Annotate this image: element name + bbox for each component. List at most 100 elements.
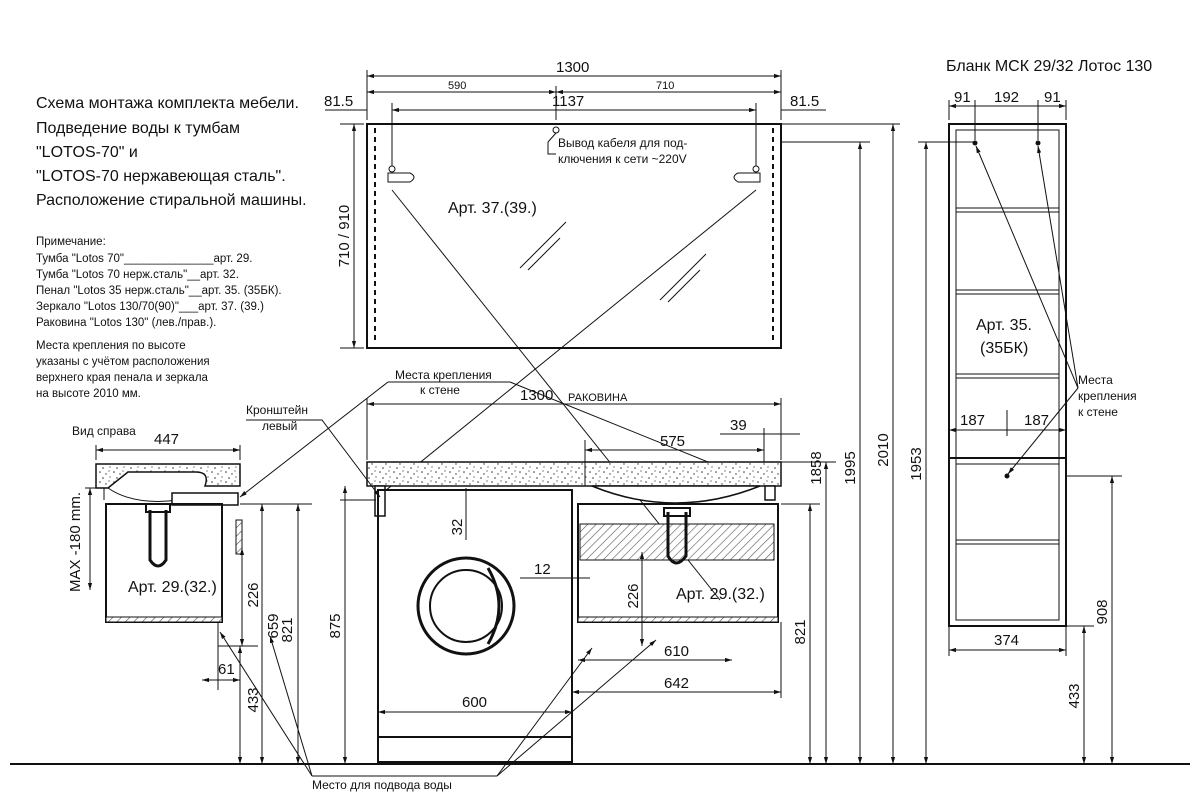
max-label: MAX -180 mm. [67, 492, 84, 592]
bracket-leader [246, 419, 381, 498]
dim-433-right: 433 [1066, 683, 1083, 708]
pencil-case: 91 192 91 Арт. 35. (35БК) 187 187 374 Ме… [948, 89, 1137, 764]
dim-226-side: 226 [245, 582, 262, 607]
bracket-label: Кронштейн [246, 403, 308, 417]
note-mount-line: на высоте 2010 мм. [36, 388, 141, 400]
note-mount-line: указаны с учётом расположения [36, 356, 210, 368]
mirror-glare [527, 237, 561, 271]
dim-1858: 1858 [808, 451, 825, 484]
dim-600: 600 [462, 694, 487, 711]
dim-sink-1300: 1300 [520, 387, 553, 404]
front-cabinet-drawer [579, 523, 775, 561]
mirror-outline [366, 123, 782, 349]
dim-226-front: 226 [625, 583, 642, 608]
cable-label: Вывод кабеля для под- [558, 136, 687, 150]
mirror-glare [659, 253, 707, 301]
cable-outlet [552, 126, 560, 134]
dim-575: 575 [660, 433, 685, 450]
washing-door-inner [429, 569, 503, 643]
note-line: Пенал "Lotos 35 нерж.сталь"__арт. 35. (3… [36, 285, 282, 297]
pencil-mount-point [972, 140, 978, 146]
mirror-glare [667, 269, 701, 303]
wall-mount-right-label: крепления [1078, 389, 1137, 403]
dim-659: 659 [265, 613, 282, 638]
washing-door-handle [486, 567, 501, 645]
side-siphon [148, 510, 168, 568]
leader-mirror-right [379, 189, 757, 496]
dim-908: 908 [1094, 599, 1111, 624]
mount-leader [975, 145, 1079, 389]
note-line: Тумба "Lotos 70 нерж.сталь"__арт. 32. [36, 269, 239, 281]
pencil-art: Арт. 35. [976, 317, 1032, 334]
dim-821-side: 821 [279, 617, 296, 642]
dim-1300-top: 1300 [556, 59, 589, 76]
description: Схема монтажа комплекта мебели. Подведен… [36, 95, 307, 209]
note-block: Примечание: Тумба "Lotos 70"____________… [36, 236, 282, 400]
mirror-hanger-left [387, 172, 415, 183]
water-leader-front2 [496, 647, 593, 777]
dim-1137: 1137 [552, 93, 584, 110]
bracket-left [374, 485, 386, 517]
note-line: Раковина "Lotos 130" (лев./прав.). [36, 317, 216, 329]
dim-39: 39 [730, 417, 747, 434]
wall-mount-center: Места крепления к стене [239, 189, 771, 601]
wall-mount-label: Места крепления [395, 368, 492, 382]
dim-61: 61 [218, 661, 235, 678]
sink-side-profile [95, 463, 241, 489]
mirror-art-label: Арт. 37.(39.) [448, 200, 537, 217]
description-line: Подведение воды к тумбам [36, 120, 240, 137]
dim-447: 447 [154, 431, 179, 448]
pencil-outline [948, 123, 1067, 627]
mirror-hook-right [752, 165, 760, 173]
sink-countertop [366, 461, 782, 487]
wall-mount-right-label: к стене [1078, 405, 1118, 419]
cable-label: ключения к сети ~220V [558, 152, 687, 166]
dim-81-5-right: 81.5 [790, 93, 819, 110]
side-cabinet-art: Арт. 29.(32.) [128, 579, 217, 596]
front-cabinet-art: Арт. 29.(32.) [676, 586, 765, 603]
note-mount-line: Места крепления по высоте [36, 340, 186, 352]
dim-821-front: 821 [792, 619, 809, 644]
dim-91-left: 91 [954, 89, 971, 106]
note-heading: Примечание: [36, 236, 106, 248]
washing-machine [377, 489, 573, 763]
mount-leader [1037, 145, 1079, 389]
side-wall-panel [235, 519, 243, 555]
pencil-mount-point [1004, 473, 1010, 479]
dim-875: 875 [327, 613, 344, 638]
water-leader-side [219, 631, 313, 777]
water-leader-side2 [269, 635, 313, 777]
mirror-hanger-right [733, 172, 761, 183]
note-mount-line: верхнего края пенала и зеркала [36, 372, 209, 384]
description-line: "LOTOS-70 нержавеющая сталь". [36, 168, 286, 185]
description-line: "LOTOS-70" и [36, 144, 138, 161]
wall-mount-label: к стене [420, 383, 460, 397]
dim-610: 610 [664, 643, 689, 660]
note-line: Тумба "Lotos 70"______________арт. 29. [36, 253, 252, 265]
front-siphon [666, 512, 688, 565]
dim-32: 32 [449, 519, 466, 536]
side-siphon-cap [145, 503, 171, 513]
water-supply-label: Место для подвода воды [312, 778, 452, 792]
wall-mount-right-label: Места [1078, 373, 1113, 387]
height-dimensions: 1858 1995 2010 1953 [781, 123, 974, 764]
pencil-inner [955, 129, 1060, 621]
dim-590: 590 [448, 80, 466, 92]
dim-192: 192 [994, 89, 1019, 106]
front-siphon-cap [663, 507, 691, 517]
dim-2010: 2010 [875, 433, 892, 466]
dim-91-right: 91 [1044, 89, 1061, 106]
dim-1995: 1995 [842, 451, 859, 484]
description-line: Схема монтажа комплекта мебели. [36, 95, 299, 112]
mirror-glare [519, 221, 567, 269]
mount-leader [1007, 387, 1079, 475]
front-cabinet-bottom [577, 616, 779, 623]
pencil-mount-point [1035, 140, 1041, 146]
note-line: Зеркало "Lotos 130/70(90)"___арт. 37. (3… [36, 301, 264, 313]
top-dimensions: 1300 590 710 1137 81.5 81.5 710 / 910 [324, 59, 826, 349]
dim-12: 12 [534, 561, 551, 578]
bracket-right [764, 485, 776, 501]
side-view: Вид справа 447 Арт. 29.(32.) MAX -180 mm… [67, 424, 312, 764]
cable-leader [547, 142, 556, 155]
bracket-label: левый [262, 419, 297, 433]
